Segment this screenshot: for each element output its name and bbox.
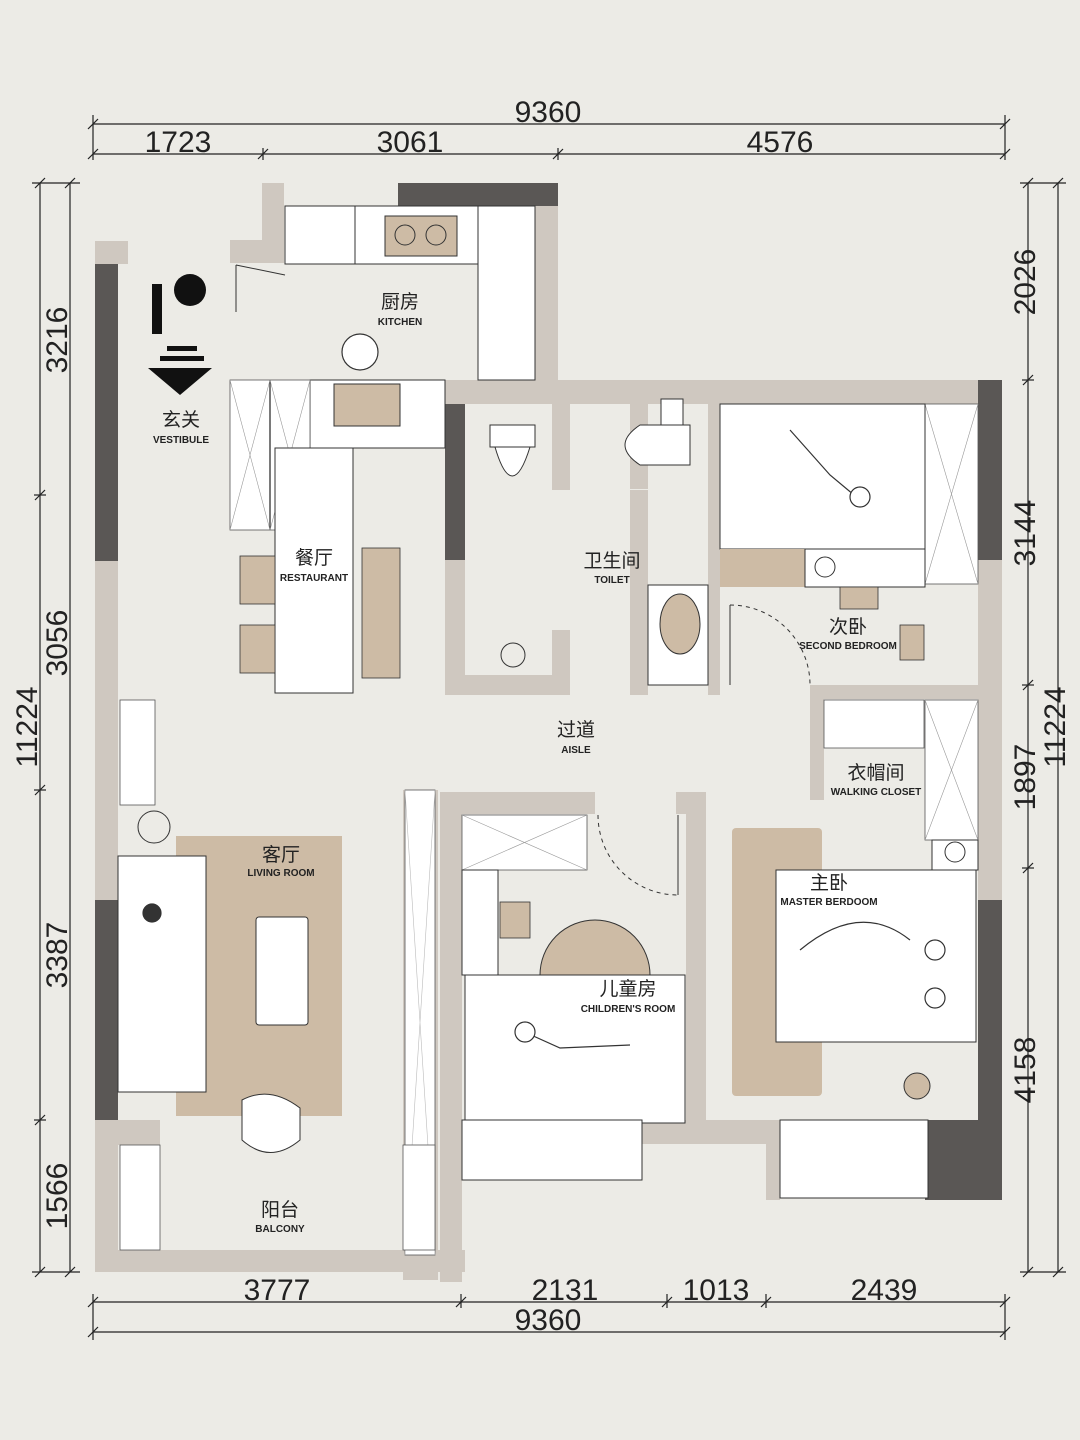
vestibule-label-en: VESTIBULE (153, 435, 209, 446)
person-figure-icon (142, 333, 946, 1049)
balcony-label: 阳台 (261, 1199, 299, 1221)
dim-bottom-seg-3: 1013 (683, 1274, 750, 1307)
dim-right-seg-2: 3144 (1009, 500, 1042, 567)
dim-top-seg-3: 4576 (747, 126, 814, 159)
master-bedroom-label-en: MASTER BERDOOM (780, 897, 877, 908)
aisle-label: 过道 (557, 719, 595, 741)
dim-bottom-seg-2: 2131 (532, 1274, 599, 1307)
dim-bottom-total: 9360 (515, 1304, 582, 1337)
living-room-label: 客厅 (262, 844, 300, 866)
dim-left-seg-1: 3216 (41, 307, 74, 374)
dim-bottom-seg-1: 3777 (244, 1274, 311, 1307)
dim-right-seg-1: 2026 (1009, 249, 1042, 316)
dimension-lines: 9360 1723 3061 4576 3777 2131 1013 2439 … (11, 96, 1072, 1340)
restaurant-label-en: RESTAURANT (280, 573, 348, 584)
balcony-label-en: BALCONY (255, 1224, 305, 1235)
dim-right-total: 11224 (1039, 686, 1072, 767)
vestibule-label: 玄关 (162, 409, 200, 431)
dim-left-seg-4: 1566 (41, 1163, 74, 1230)
stove-icon (384, 215, 458, 257)
dim-top-seg-1: 1723 (145, 126, 212, 159)
kitchen-label-en: KITCHEN (378, 317, 422, 328)
second-bedroom-label-en: SECOND BEDROOM (799, 641, 897, 652)
room-labels: 厨房 KITCHEN 玄关 VESTIBULE 餐厅 RESTAURANT 卫生… (153, 291, 921, 1235)
plant-icon (137, 642, 526, 844)
dim-top-total: 9360 (515, 96, 582, 129)
doors (235, 264, 811, 896)
sink-icon (647, 584, 709, 686)
furniture (117, 205, 979, 1256)
dim-right-seg-4: 4158 (1009, 1037, 1042, 1104)
toilet-label: 卫生间 (583, 550, 640, 572)
dim-bottom-seg-4: 2439 (851, 1274, 918, 1307)
walking-closet-label: 衣帽间 (847, 762, 904, 784)
kitchen-label: 厨房 (381, 291, 419, 313)
master-bedroom-label: 主卧 (810, 872, 848, 894)
living-room-label-en: LIVING ROOM (247, 868, 314, 879)
dim-left-total: 11224 (11, 686, 44, 767)
dim-top-seg-2: 3061 (377, 126, 444, 159)
toilet-label-en: TOILET (594, 575, 629, 586)
dim-left-seg-3: 3387 (41, 922, 74, 989)
restaurant-label: 餐厅 (295, 547, 333, 569)
walking-closet-label-en: WALKING CLOSET (831, 787, 922, 798)
entry-arrow-icon (148, 274, 212, 395)
toilet-icon (489, 398, 691, 477)
second-bedroom-label: 次卧 (829, 616, 867, 638)
aisle-label-en: AISLE (561, 745, 591, 756)
children-room-label: 儿童房 (599, 978, 656, 1000)
children-room-label-en: CHILDREN'S ROOM (581, 1004, 676, 1015)
dim-left-seg-2: 3056 (41, 610, 74, 677)
dim-right-seg-3: 1897 (1009, 744, 1042, 811)
